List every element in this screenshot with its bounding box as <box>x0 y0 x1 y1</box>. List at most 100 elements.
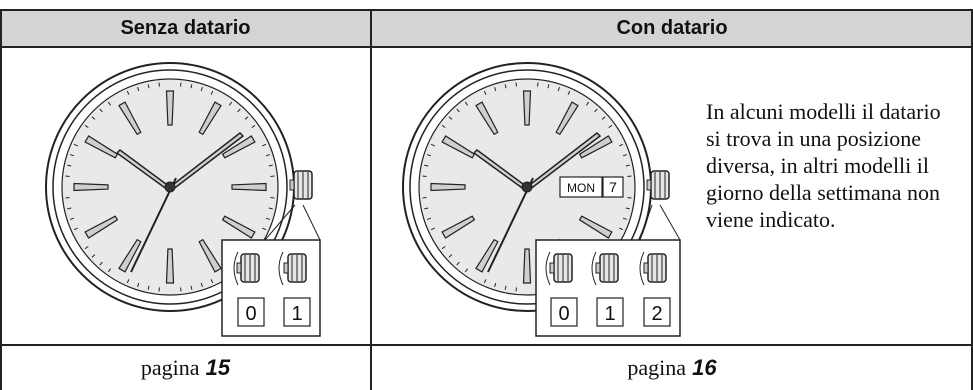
minute-tick <box>547 84 550 89</box>
footer-prefix: pagina <box>140 355 200 380</box>
minute-tick <box>210 279 214 284</box>
hour-marker <box>84 135 119 159</box>
minute-tick <box>494 282 497 288</box>
hour-marker <box>430 182 466 192</box>
minute-tick <box>265 154 271 157</box>
footer-prefix: pagina <box>627 355 687 380</box>
minute-tick <box>69 154 75 157</box>
footer-with-date: pagina 16 <box>372 346 972 390</box>
minute-tick <box>567 90 571 95</box>
minute-tick <box>601 116 606 120</box>
minute-tick <box>84 245 89 250</box>
date-position-note: In alcuni modelli il datario si trova in… <box>706 99 941 232</box>
center-pin <box>521 181 533 193</box>
minute-tick <box>251 124 256 129</box>
minute-tick <box>441 245 446 250</box>
date-window-text: 7 <box>609 179 617 195</box>
minute-tick <box>464 268 469 273</box>
minute-tick <box>107 268 112 273</box>
minute-tick <box>494 86 497 92</box>
minute-tick <box>622 154 628 157</box>
minute-tick <box>200 282 203 288</box>
minute-tick <box>441 124 446 129</box>
minute-tick <box>622 217 628 220</box>
minute-tick <box>464 101 469 106</box>
hour-marker <box>165 90 175 126</box>
minute-tick <box>237 108 241 113</box>
minute-tick <box>426 154 432 157</box>
minute-tick <box>137 282 140 288</box>
minute-tick <box>67 207 72 210</box>
minute-tick <box>262 143 267 147</box>
minute-tick <box>585 101 590 106</box>
crown-position-label: 0 <box>558 303 569 325</box>
crown-position-0-icon <box>236 253 260 283</box>
hour-marker <box>221 135 256 159</box>
hour-markers <box>422 82 632 292</box>
minute-tick <box>483 90 487 95</box>
hour-marker <box>198 238 222 273</box>
hour-marker <box>578 215 613 239</box>
minute-tick <box>504 84 507 89</box>
crown-position-label: 0 <box>245 303 256 325</box>
minute-tick <box>268 207 273 210</box>
minute-tick <box>426 217 432 220</box>
minute-tick <box>147 285 150 290</box>
minute-tick <box>244 116 249 120</box>
minute-tick <box>190 285 193 290</box>
minute-tick <box>147 84 150 89</box>
crown-position-label: 1 <box>604 303 615 325</box>
hour-marker <box>555 101 579 136</box>
date-window <box>602 176 624 198</box>
crown-positions-inset: 0 1 2 <box>535 239 681 337</box>
minute-tick <box>126 90 130 95</box>
minute-tick <box>625 164 630 167</box>
footer-no-date: pagina 15 <box>1 346 370 390</box>
minute-tick <box>67 164 72 167</box>
minute-tick <box>73 143 78 147</box>
minute-tick <box>190 84 193 89</box>
minute-tick <box>625 207 630 210</box>
minute-tick <box>557 86 560 92</box>
minute-tick <box>228 101 233 106</box>
minute-tick <box>430 143 435 147</box>
table-header-divider <box>0 46 973 48</box>
minute-tick <box>99 108 103 113</box>
crown-icon <box>289 170 313 200</box>
footer-page-number: 15 <box>205 355 231 380</box>
minute-tick <box>430 227 435 231</box>
hour-marker <box>522 248 532 284</box>
minute-tick <box>608 124 613 129</box>
hour-marker <box>221 215 256 239</box>
day-window <box>559 176 603 198</box>
minute-tick <box>594 108 598 113</box>
minute-tick <box>265 217 271 220</box>
hour-marker <box>475 101 499 136</box>
crown-icon <box>646 170 670 200</box>
hour-marker <box>441 135 476 159</box>
day-window-text: MON <box>567 181 595 195</box>
minute-tick <box>456 261 460 266</box>
minute-tick <box>504 285 507 290</box>
hour-marker <box>118 101 142 136</box>
minute-tick <box>107 101 112 106</box>
hour-marker <box>198 101 222 136</box>
hour-marker <box>73 182 109 192</box>
second-hand <box>130 177 177 273</box>
crown-position-label: 2 <box>651 303 662 325</box>
crown-position-2-icon <box>643 253 667 283</box>
minute-tick <box>210 90 214 95</box>
minute-tick <box>424 207 429 210</box>
crown-position-1-icon <box>283 253 307 283</box>
minute-tick <box>200 86 203 92</box>
crown-positions-inset: 0 1 <box>221 239 321 337</box>
footer-page-number: 16 <box>692 355 717 380</box>
minute-tick <box>91 116 96 120</box>
center-pin <box>164 181 176 193</box>
table-column-divider <box>370 9 372 390</box>
table-left-border <box>0 9 2 390</box>
minute-tick <box>84 124 89 129</box>
minute-tick <box>619 227 624 231</box>
